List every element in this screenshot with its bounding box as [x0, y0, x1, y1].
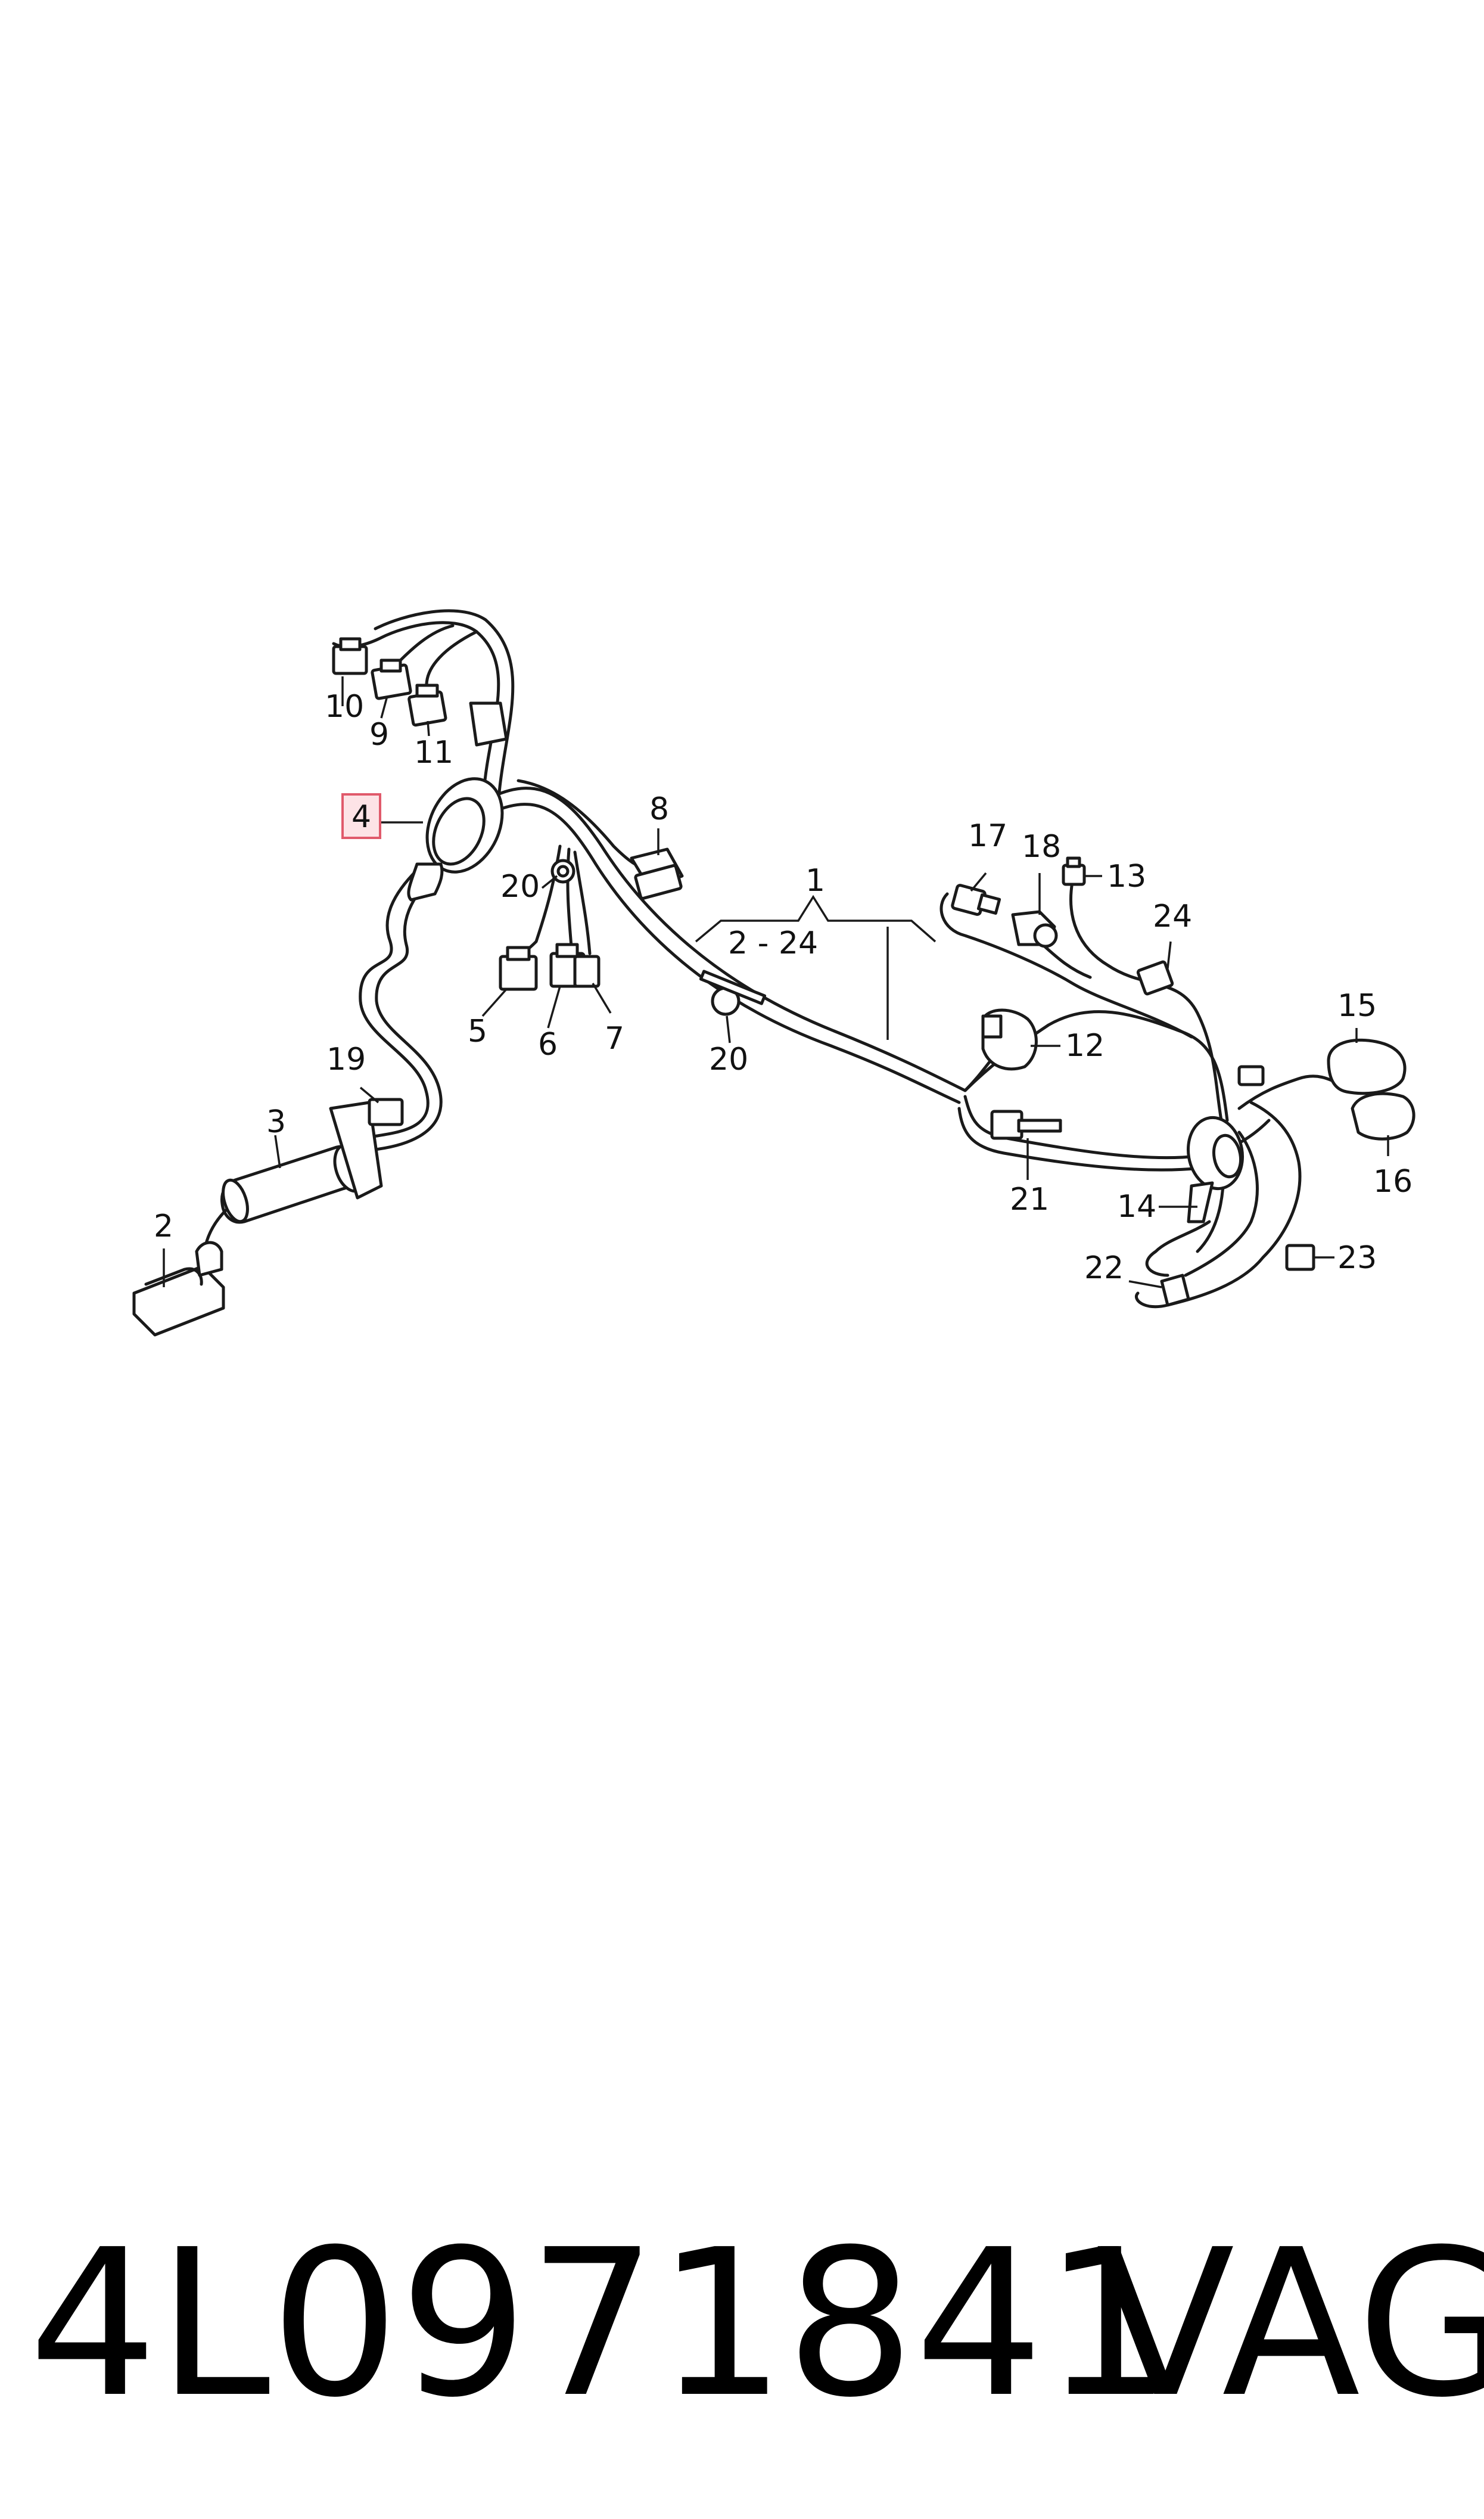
callout-3: 3: [266, 1104, 286, 1140]
connector-17: [951, 884, 1001, 916]
callout-16: 16: [1373, 1164, 1413, 1200]
connector-22: [1160, 1274, 1190, 1307]
callout-range: 2 - 24: [728, 925, 818, 961]
connector-5: [499, 946, 538, 991]
callout-10: 10: [325, 689, 364, 725]
callout-21: 21: [1010, 1182, 1049, 1217]
housing-16: [1351, 1092, 1415, 1141]
clip-right-top: [1237, 1065, 1265, 1086]
connector-21: [990, 1110, 1062, 1140]
footer: 4L0971841 VAG: [0, 2199, 1484, 2449]
clip-20-lower: [699, 970, 767, 1016]
protective-tube: [204, 1101, 383, 1247]
callout-15: 15: [1337, 988, 1377, 1024]
part-number: 4L0971841: [29, 2206, 1172, 2442]
connector-10: [332, 637, 368, 675]
callout-14: 14: [1117, 1189, 1156, 1225]
callout-labels: 1 2 - 24 2 3 4 5 6 7 8 9 10 11 12 13 14 …: [154, 689, 1413, 1286]
connector-24: [1136, 960, 1174, 996]
callout-24: 24: [1153, 899, 1192, 934]
callout-1: 1: [805, 863, 825, 899]
leader-lines: [163, 676, 1389, 1288]
connector-12: [981, 1008, 1038, 1071]
clip-20-upper: [550, 859, 575, 884]
connector-2: [132, 1241, 225, 1337]
callout-22: 22: [1084, 1250, 1124, 1286]
connector-7: [573, 955, 601, 988]
connector-18: [1011, 910, 1058, 948]
callout-20-upper: 20: [500, 869, 540, 905]
highlight-box-4: [341, 793, 381, 839]
connector-8: [630, 847, 684, 900]
callout-4: 4: [351, 799, 371, 835]
callout-23: 23: [1337, 1240, 1377, 1276]
clip-top: [469, 701, 508, 747]
callout-13: 13: [1107, 859, 1146, 894]
callout-5: 5: [468, 1014, 487, 1049]
clip-23: [1285, 1244, 1315, 1271]
connector-11: [407, 684, 447, 727]
callout-20-lower: 20: [709, 1042, 748, 1077]
brand-name: VAG: [1096, 2206, 1484, 2442]
callout-7: 7: [605, 1021, 624, 1057]
callout-8: 8: [649, 791, 669, 827]
connector-9: [371, 659, 412, 700]
callout-12: 12: [1065, 1028, 1105, 1064]
callout-11: 11: [414, 735, 453, 771]
callout-17: 17: [968, 818, 1007, 854]
connector-13: [1062, 856, 1086, 886]
connector-19: [368, 1098, 404, 1126]
grommet-14: [1186, 1116, 1245, 1223]
housing-15: [1327, 1038, 1407, 1095]
callout-19: 19: [326, 1042, 366, 1077]
callout-6: 6: [538, 1027, 558, 1063]
callout-18: 18: [1022, 829, 1061, 865]
callout-2: 2: [154, 1209, 173, 1244]
callout-9: 9: [369, 717, 389, 753]
grommet: [407, 777, 504, 902]
